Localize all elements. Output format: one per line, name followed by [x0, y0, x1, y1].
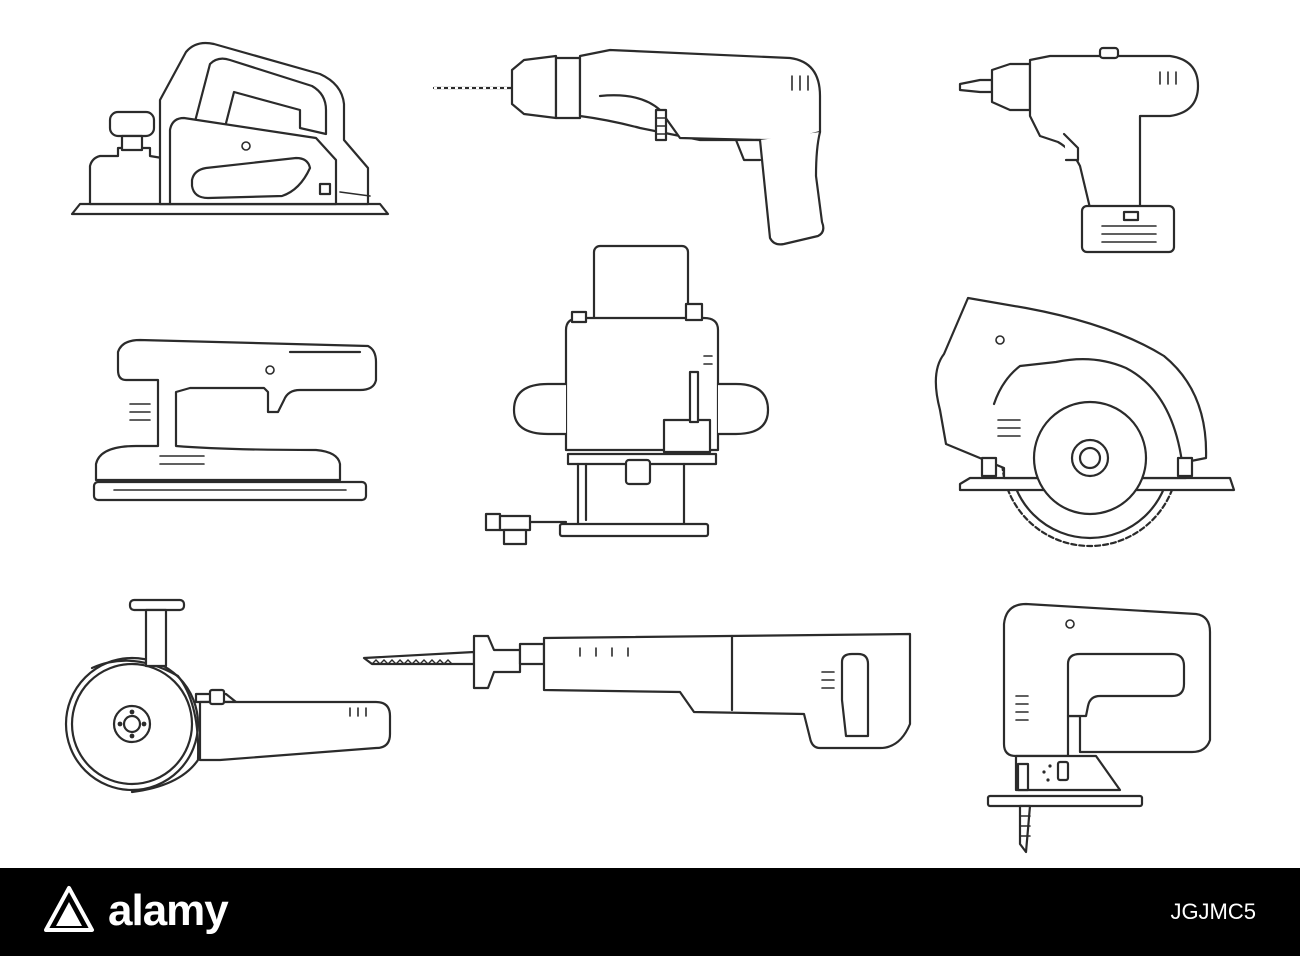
plunge-router-icon	[484, 244, 770, 546]
tools-illustration	[64, 41, 1236, 854]
orbital-sander-icon	[92, 338, 378, 502]
alamy-logo-icon	[44, 886, 94, 932]
hammer-drill-icon	[432, 48, 825, 246]
electric-planer-icon	[70, 41, 390, 216]
watermark-footer: alamy JGJMC5	[0, 868, 1300, 956]
angle-grinder-icon	[64, 598, 392, 794]
circular-saw-icon	[934, 296, 1236, 548]
jigsaw-icon	[986, 602, 1212, 854]
cordless-drill-icon	[958, 46, 1200, 254]
alamy-logo: alamy	[40, 882, 229, 940]
image-id: JGJMC5	[1170, 899, 1256, 924]
reciprocating-saw-icon	[362, 632, 912, 750]
logo-text: alamy	[108, 886, 229, 935]
